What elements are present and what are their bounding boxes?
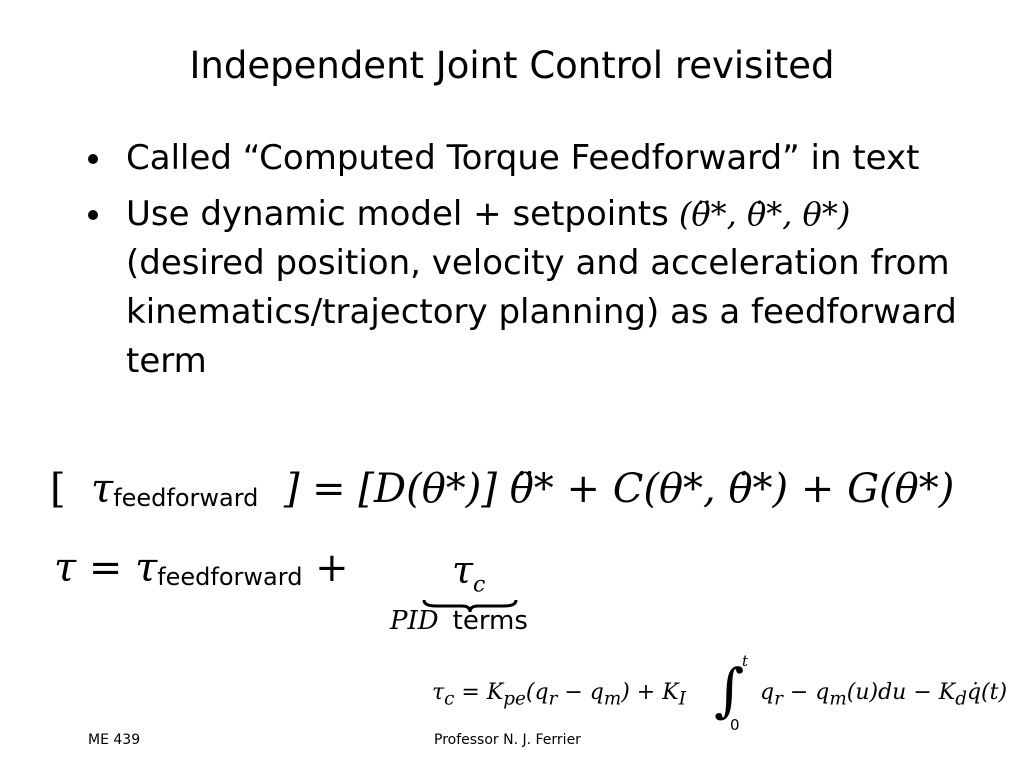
bullet-text: Called “Computed Torque Feedforward” in … (126, 138, 920, 178)
setpoints-math: (θ̈*, θ̇*, θ*) (678, 195, 851, 233)
tau-c: τc (452, 548, 486, 598)
eq1-tau: τ (91, 466, 114, 512)
footer-author: Professor N. J. Ferrier (434, 732, 581, 748)
integral-lower-limit: 0 (730, 716, 740, 734)
bullet-continuation: (desired position, velocity and accelera… (126, 243, 957, 381)
eq2-lhs: τ = τ (54, 545, 158, 591)
eq1-subscript: feedforward (113, 484, 259, 512)
eq2-subscript: feedforward (157, 563, 303, 591)
pid-brace-group: τc PID terms (380, 548, 570, 643)
pid-equation: τc = Kpe(qr − qm) + KI ∫ t 0 qr − qm(u)d… (432, 650, 1022, 740)
pid-equation-rhs: qr − qm(u)du − Kdq̇(t) (760, 680, 1008, 710)
pid-terms-label: PID terms (390, 606, 528, 636)
bullet-dot-icon (88, 210, 98, 220)
total-torque-equation: τ = τfeedforward + (54, 545, 349, 591)
eq1-rhs: ] = [D(θ*)] θ̈* + C(θ*, θ̇*) + G(θ*) (283, 466, 955, 512)
footer-course: ME 439 (88, 732, 141, 748)
bullet-dot-icon (88, 154, 98, 164)
terms-label: terms (452, 606, 528, 636)
bullet-item-1: Called “Computed Torque Feedforward” in … (88, 134, 988, 183)
bullet-list: Called “Computed Torque Feedforward” in … (88, 134, 988, 386)
pid-equation-lhs: τc = Kpe(qr − qm) + KI (432, 680, 686, 710)
integral-icon: ∫ (714, 656, 745, 724)
feedforward-equation: [ τfeedforward ] = [D(θ*)] θ̈* + C(θ*, θ… (50, 466, 954, 518)
underbrace-icon (422, 599, 518, 613)
bullet-item-2: Use dynamic model + setpoints(θ̈*, θ̇*, … (88, 190, 988, 386)
pid-label: PID (390, 606, 439, 636)
eq1-open-bracket: [ (50, 466, 66, 512)
bullet-text: Use dynamic model + setpoints (126, 194, 669, 234)
integral-upper-limit: t (742, 652, 749, 670)
eq2-plus: + (302, 545, 349, 591)
slide-title: Independent Joint Control revisited (189, 44, 835, 87)
